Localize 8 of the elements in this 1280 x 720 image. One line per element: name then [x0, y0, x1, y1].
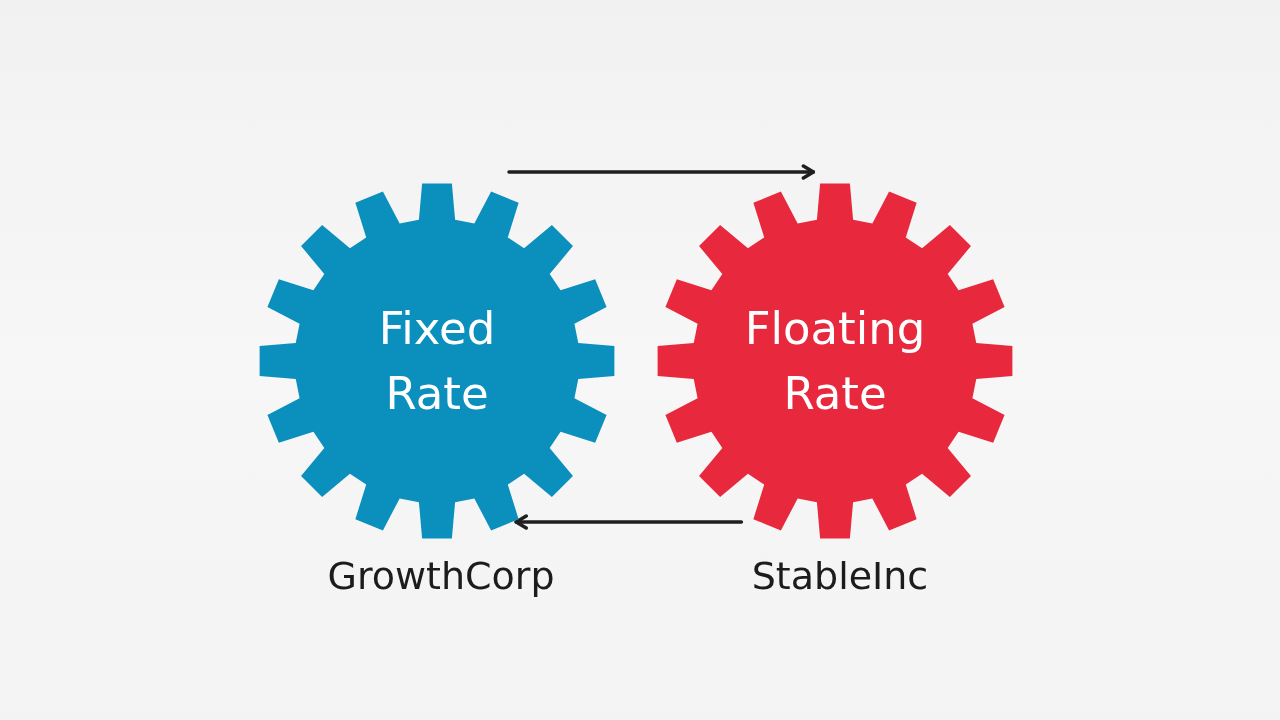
gear-label: Floating Rate [743, 301, 927, 422]
company-label: GrowthCorp [327, 553, 555, 599]
gear [257, 181, 617, 541]
company-label: StableInc [751, 553, 929, 599]
gear-label: Fixed Rate [377, 301, 497, 422]
arrow [507, 164, 816, 180]
arrow [514, 514, 744, 530]
gear [655, 181, 1015, 541]
